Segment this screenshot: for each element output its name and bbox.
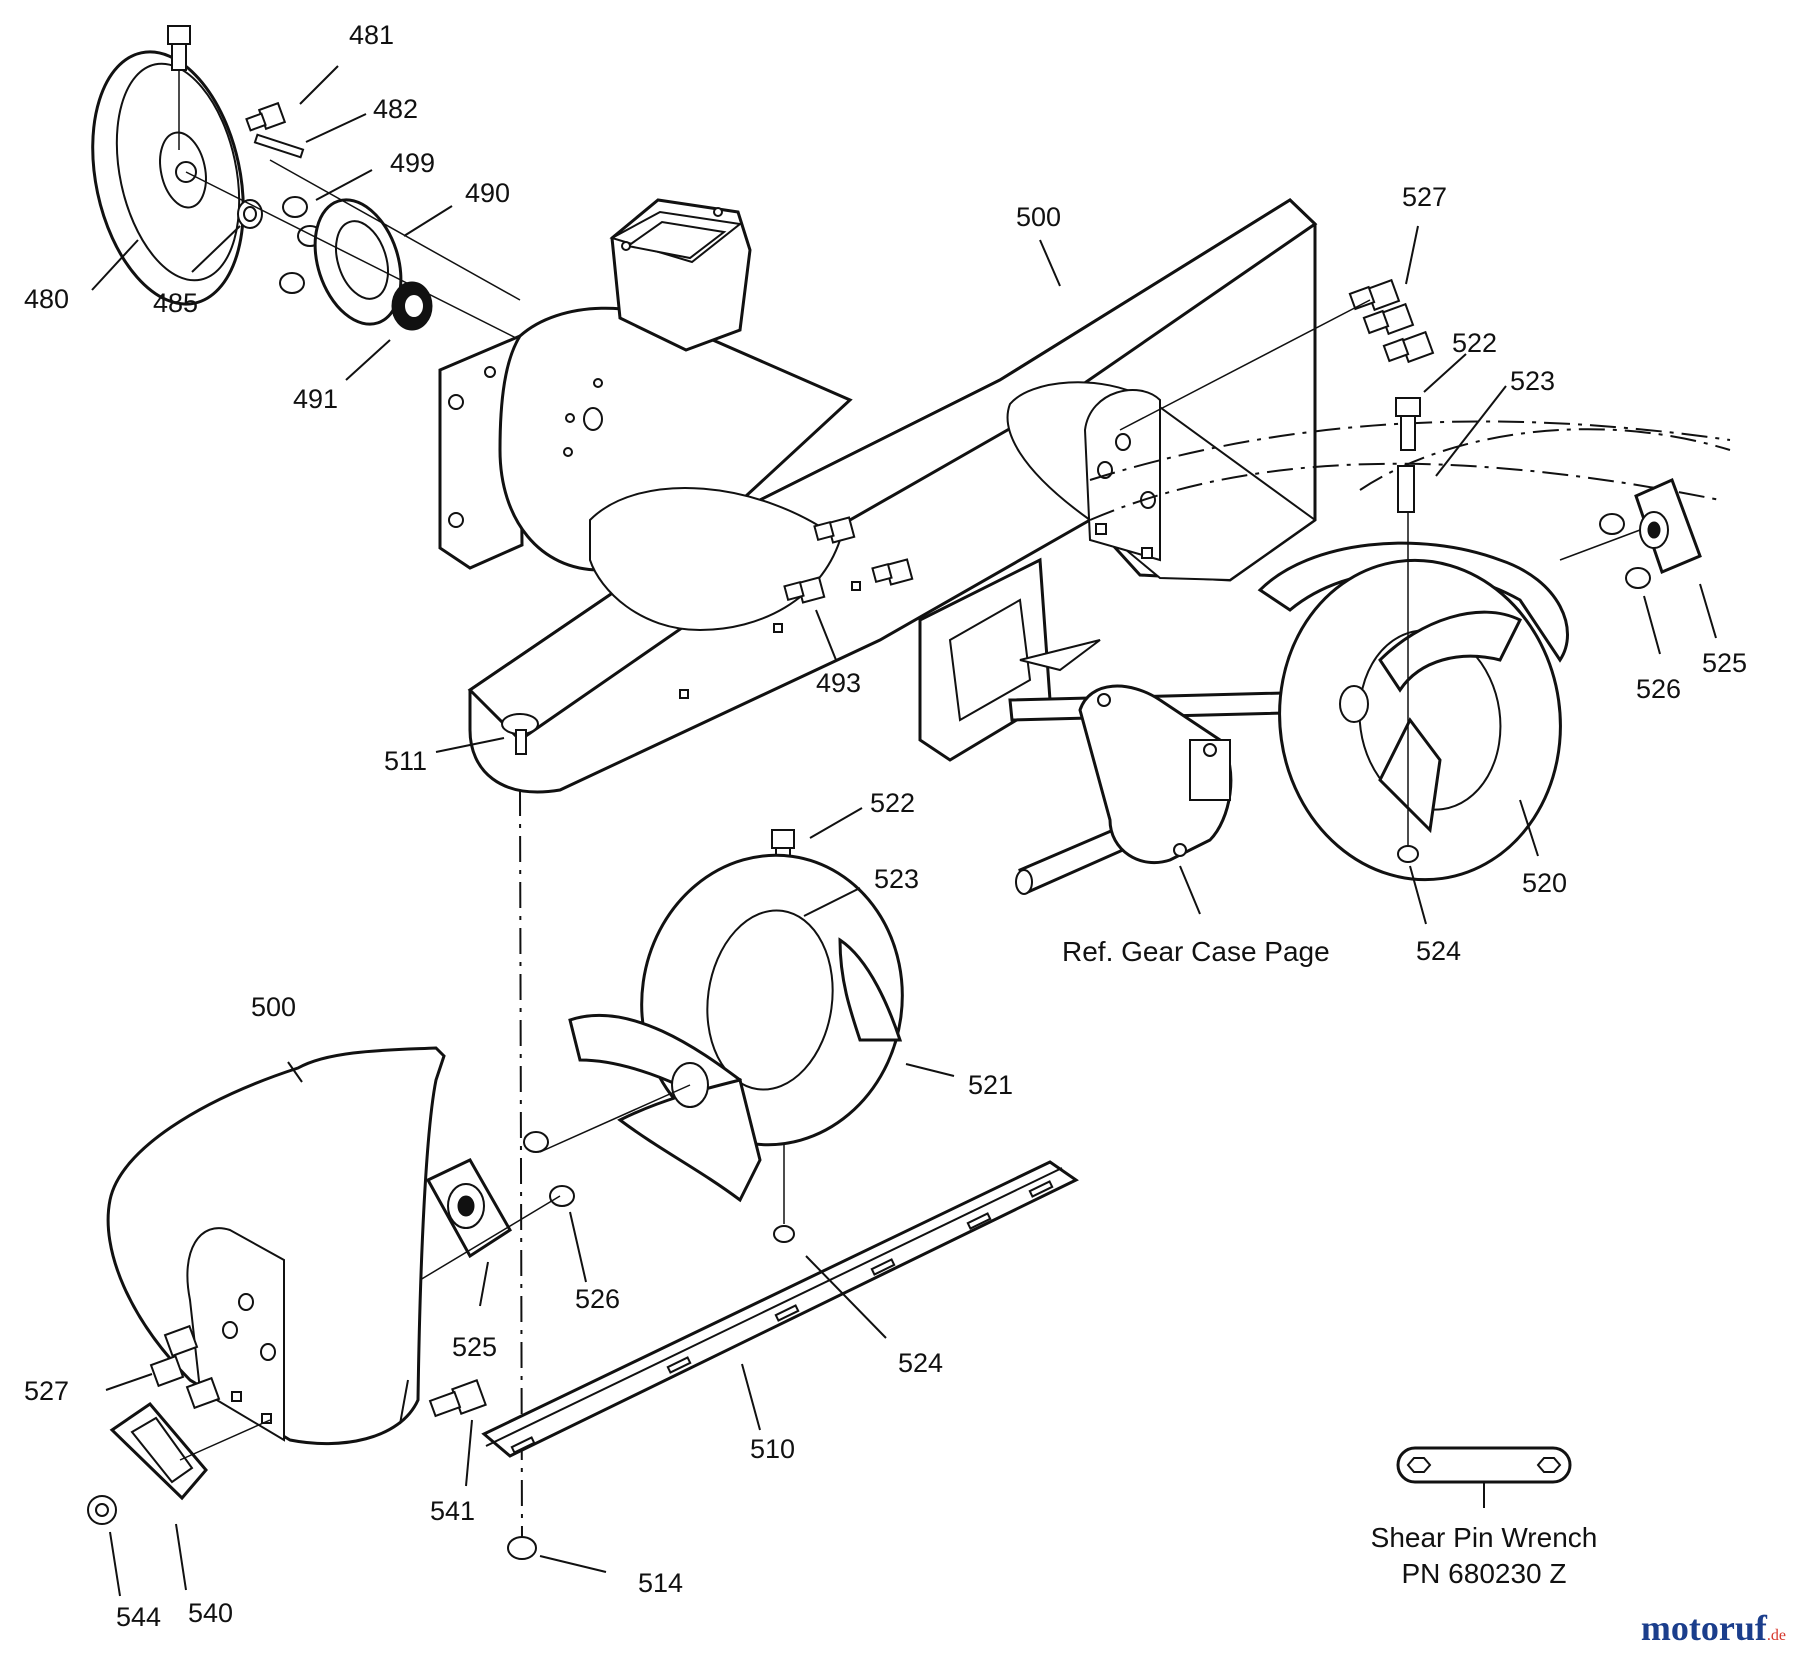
callout-522-bottom: 522 [870, 788, 916, 818]
bolt-527-c [1382, 330, 1435, 364]
housing-drum [498, 306, 853, 572]
watermark-name: motoruf [1640, 1608, 1767, 1648]
nut-526-right [1599, 513, 1651, 589]
auger-520-axis [1559, 529, 1641, 561]
nut-526-left [523, 1131, 575, 1207]
callout-482: 482 [373, 94, 419, 124]
pulley-axis-line-2 [269, 159, 521, 301]
callout-541: 541 [430, 1496, 476, 1526]
callout-544: 544 [116, 1602, 162, 1632]
callout-485: 485 [153, 288, 199, 318]
callout-521: 521 [968, 1070, 1014, 1100]
bolt-482-top [245, 101, 287, 132]
callout-523-top: 523 [1510, 366, 1556, 396]
bearing-flange-525-left [425, 1158, 513, 1259]
shear-pin-wrench-part-number: PN 680230 Z [1401, 1558, 1567, 1590]
nut-544 [87, 1495, 117, 1525]
callout-480: 480 [24, 284, 70, 314]
callout-490: 490 [465, 178, 511, 208]
nut-524-bottom [773, 1225, 795, 1243]
scraper-bar-510 [481, 1160, 1079, 1458]
nut-514 [507, 1536, 537, 1560]
callout-527-left: 527 [24, 1376, 70, 1406]
callout-493: 493 [816, 668, 862, 698]
callout-524-top: 524 [1416, 936, 1462, 966]
callout-527-top: 527 [1402, 182, 1448, 212]
shield-axis-line [419, 1195, 561, 1281]
callout-526-left: 526 [575, 1284, 621, 1314]
callout-525-right: 525 [1702, 648, 1748, 678]
pulley-axis-line [185, 171, 521, 341]
callout-510: 510 [750, 1434, 796, 1464]
leader-lines [91, 65, 1717, 1597]
carriage-bolt-511 [501, 713, 539, 755]
bolt-481 [167, 25, 191, 150]
spacer-523-top [1397, 465, 1415, 513]
callout-514: 514 [638, 1568, 684, 1598]
watermark-logo: motoruf.de [1641, 1610, 1786, 1646]
chute-opening [609, 198, 752, 352]
callout-511: 511 [384, 746, 428, 776]
callout-520: 520 [1522, 868, 1568, 898]
skid-shoe-540 [109, 1401, 208, 1501]
callout-491: 491 [293, 384, 339, 414]
bolt-527-a [1348, 278, 1401, 312]
housing-main-body [467, 198, 1318, 794]
callout-481: 481 [349, 20, 395, 50]
bolt-527-axis [1119, 299, 1371, 431]
callout-526-right: 526 [1636, 674, 1682, 704]
callout-500-bottom: 500 [251, 992, 297, 1022]
bolt-493-a [813, 516, 856, 544]
watermark-tld: .de [1766, 1627, 1786, 1644]
shear-bolt-522-top [1395, 397, 1421, 451]
shield-axis-line-2 [179, 1419, 271, 1461]
auger-520 [1257, 541, 1569, 882]
bolt-541 [428, 1379, 487, 1418]
bolt-527-left [149, 1324, 221, 1410]
bearing-491 [391, 281, 433, 331]
shear-pin-wrench [1396, 1446, 1572, 1508]
callout-500-top: 500 [1016, 202, 1062, 232]
bolt-527-b [1362, 302, 1415, 336]
nut-524-top [1397, 845, 1419, 863]
auger-521-axis [539, 1084, 691, 1153]
key-482 [253, 133, 305, 159]
callout-499: 499 [390, 148, 436, 178]
callout-540: 540 [188, 1598, 234, 1628]
callout-525-left: 525 [452, 1332, 498, 1362]
gear-case [1078, 684, 1233, 865]
callout-524-bottom: 524 [898, 1348, 944, 1378]
skid-alignment-line [519, 789, 523, 1541]
bolt-493-c [783, 576, 826, 604]
pulley-480 [91, 50, 245, 306]
bearing-flange-525-right [1634, 477, 1702, 575]
callout-523-bottom: 523 [874, 864, 920, 894]
housing-dash-curves [1089, 420, 1731, 521]
gear-case-reference-note: Ref. Gear Case Page [1062, 936, 1330, 967]
shear-pin-wrench-caption: Shear Pin Wrench PN 680230 Z [1356, 1520, 1612, 1593]
shear-pin-wrench-name: Shear Pin Wrench [1370, 1522, 1598, 1553]
auger-521 [568, 853, 904, 1203]
callout-522-top: 522 [1452, 328, 1498, 358]
bolt-493-b [871, 558, 914, 586]
